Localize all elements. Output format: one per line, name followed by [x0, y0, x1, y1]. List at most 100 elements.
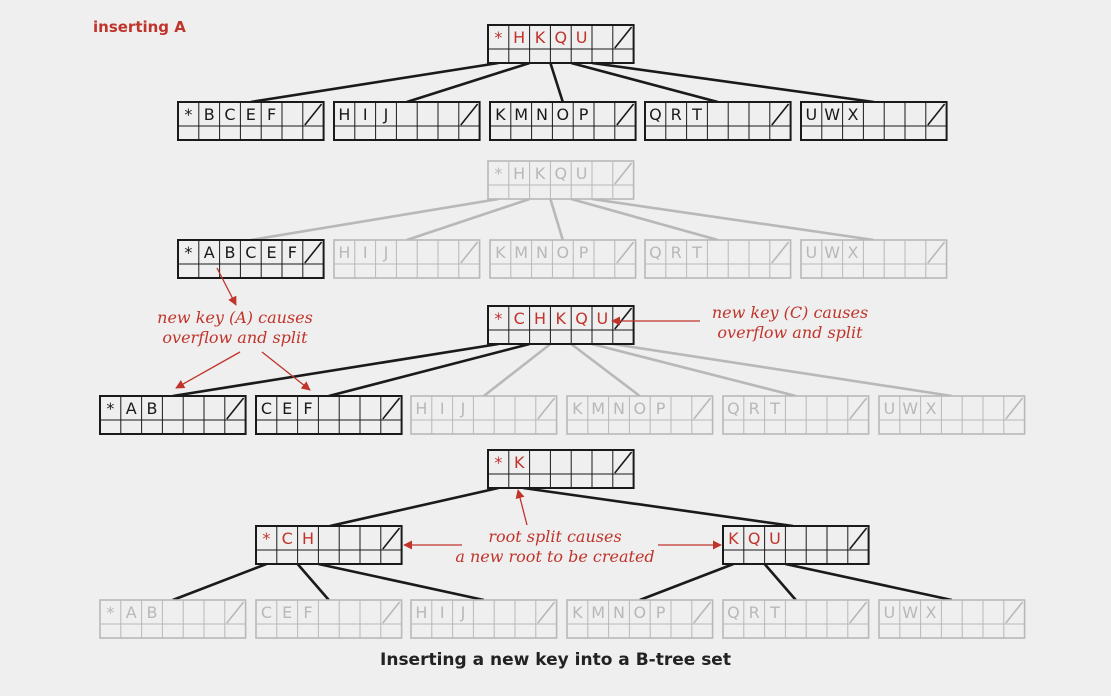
note-new-key-a-line1: new key (A) causes: [157, 308, 313, 327]
node-key: M: [591, 399, 605, 418]
node-key: U: [769, 529, 781, 548]
node-key: X: [926, 399, 937, 418]
tree-edge: [763, 563, 797, 601]
node-key: X: [848, 105, 859, 124]
node-key: *: [106, 399, 114, 418]
node-key: R: [671, 105, 682, 124]
node-key: H: [415, 603, 427, 622]
node-key: J: [383, 243, 389, 262]
tree-edge-faded: [482, 342, 552, 398]
null-link-slash: [771, 241, 790, 264]
node-key: Q: [575, 309, 588, 328]
node-key: H: [534, 309, 546, 328]
node-key: C: [245, 243, 256, 262]
node-key: J: [460, 603, 466, 622]
tree-edge: [570, 61, 719, 104]
node-key: E: [282, 603, 292, 622]
tree-edge: [639, 562, 734, 602]
node-key: B: [147, 399, 158, 418]
node-key: M: [514, 243, 528, 262]
node-key: R: [749, 603, 760, 622]
tree-edge: [406, 61, 530, 104]
node-key: I: [440, 603, 445, 622]
node-box: [487, 305, 635, 345]
tree-edge-faded: [570, 342, 641, 398]
null-link-slash: [537, 601, 556, 624]
node-key: Q: [649, 105, 662, 124]
node-key: K: [514, 453, 525, 472]
note-root-split: root split causes a new root to be creat…: [448, 527, 662, 567]
tree-edge: [785, 562, 953, 602]
node-box: [800, 239, 948, 279]
note-root-split-line2: a new root to be created: [455, 547, 655, 566]
null-link-slash: [1005, 601, 1024, 624]
node-key: P: [656, 603, 666, 622]
tree-edge: [172, 342, 499, 398]
node-key: T: [691, 105, 702, 124]
note-new-key-a: new key (A) causes overflow and split: [150, 308, 320, 348]
null-link-slash: [693, 601, 712, 624]
node-key: N: [536, 243, 548, 262]
node-key: W: [902, 399, 918, 418]
note-new-key-c-line2: overflow and split: [717, 323, 863, 342]
null-link-slash: [304, 103, 323, 126]
node-key: F: [288, 243, 297, 262]
node-key: Q: [727, 603, 740, 622]
node-box: [644, 101, 792, 141]
node-key: R: [749, 399, 760, 418]
node-box: [722, 525, 870, 565]
node-key: X: [848, 243, 859, 262]
node-key: *: [262, 529, 270, 548]
tree-edge: [549, 62, 565, 103]
node-key: I: [363, 243, 368, 262]
node-key: F: [303, 603, 312, 622]
null-link-slash: [382, 527, 401, 550]
new-root-node: *K: [487, 449, 635, 489]
null-link-slash: [771, 103, 790, 126]
tree-edge: [328, 342, 530, 398]
node-key: H: [338, 105, 350, 124]
null-link-slash: [537, 397, 556, 420]
node-key: O: [634, 399, 647, 418]
node-key: K: [495, 243, 506, 262]
node-key: H: [302, 529, 314, 548]
node-box: [333, 239, 481, 279]
node-key: N: [536, 105, 548, 124]
node-key: P: [579, 243, 589, 262]
tree-edge: [296, 563, 330, 601]
tree-edge-faded: [250, 197, 499, 242]
node-key: Q: [748, 529, 761, 548]
node-key: M: [591, 603, 605, 622]
node-key: Q: [555, 28, 568, 47]
node-key: M: [514, 105, 528, 124]
node-key: U: [576, 164, 588, 183]
node-key: U: [884, 603, 896, 622]
node-key: J: [383, 105, 389, 124]
node-key: B: [225, 243, 236, 262]
node-key: U: [597, 309, 609, 328]
null-link-slash: [226, 397, 245, 420]
null-link-slash: [849, 397, 868, 420]
node-key: N: [613, 399, 625, 418]
node-key: U: [884, 399, 896, 418]
node-key: *: [494, 453, 502, 472]
null-link-slash: [304, 241, 323, 264]
note-new-key-c: new key (C) causes overflow and split: [705, 303, 875, 343]
null-link-slash: [382, 601, 401, 624]
node-box: [255, 395, 403, 435]
node-key: I: [440, 399, 445, 418]
tree-edge-faded: [549, 198, 565, 241]
node-key: H: [513, 28, 525, 47]
